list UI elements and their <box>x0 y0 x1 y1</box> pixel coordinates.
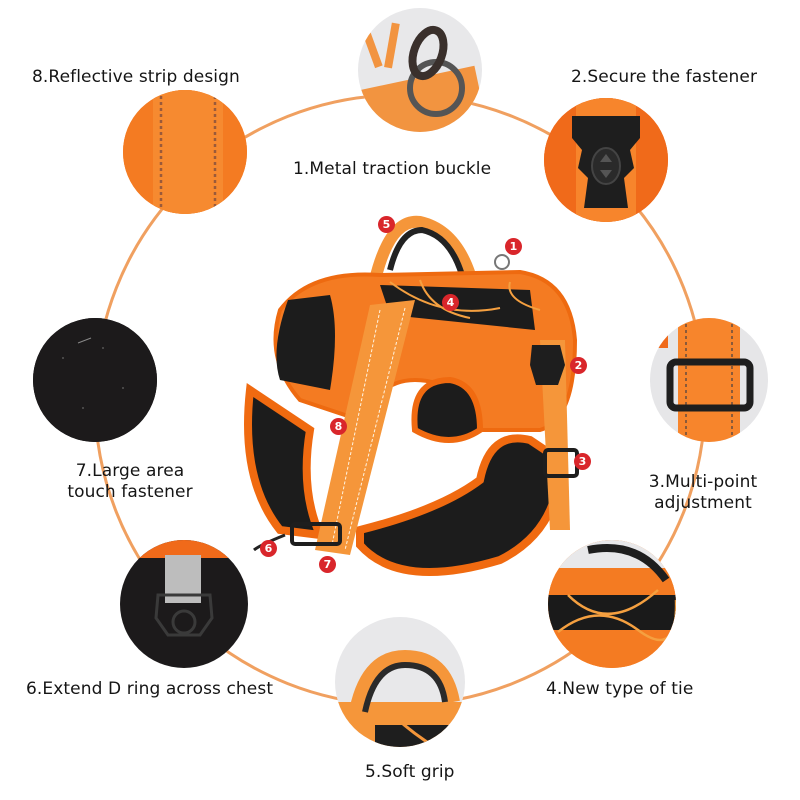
detail-metal-traction-buckle <box>358 8 482 132</box>
reflective-strip-icon <box>123 90 247 214</box>
marker-7: 7 <box>319 556 336 573</box>
marker-2: 2 <box>570 357 587 374</box>
marker-8: 8 <box>330 418 347 435</box>
feature-label-6: 6.Extend D ring across chest <box>26 679 274 699</box>
feature-label-7-line2: touch fastener <box>67 482 193 502</box>
feature-label-3-line2: adjustment <box>654 493 752 513</box>
feature-label-3-line1: 3.Multi-point <box>648 472 758 492</box>
detail-new-type-of-tie <box>548 540 676 668</box>
feature-label-4: 4.New type of tie <box>546 679 694 699</box>
detail-multi-point-adjustment <box>650 318 768 442</box>
feature-label-7: 7.Large area touch fastener <box>55 461 205 503</box>
feature-label-5: 5.Soft grip <box>365 762 455 782</box>
d-ring-loop-icon <box>120 540 248 637</box>
marker-6: 6 <box>260 540 277 557</box>
detail-soft-grip <box>335 617 465 747</box>
feature-label-7-line1: 7.Large area <box>75 461 185 481</box>
feature-label-3: 3.Multi-point adjustment <box>628 472 778 514</box>
buckle-icon <box>544 98 668 222</box>
detail-extend-d-ring <box>120 540 248 668</box>
marker-5: 5 <box>378 216 395 233</box>
detail-reflective-strip <box>123 90 247 214</box>
harness-product-image: 5 1 4 2 8 3 6 7 <box>240 200 610 590</box>
feature-label-1: 1.Metal traction buckle <box>293 159 492 179</box>
marker-4: 4 <box>442 294 459 311</box>
harness-illustration <box>244 215 579 576</box>
feature-label-2: 2.Secure the fastener <box>571 67 758 87</box>
handle-icon <box>335 649 465 747</box>
hook-loop-patch-icon <box>33 318 157 442</box>
feature-label-8: 8.Reflective strip design <box>32 67 240 87</box>
detail-secure-fastener <box>544 98 668 222</box>
slide-adjuster-icon <box>650 318 754 442</box>
marker-3: 3 <box>574 453 591 470</box>
marker-1: 1 <box>505 238 522 255</box>
metal-ring-icon <box>358 22 482 132</box>
detail-touch-fastener <box>33 318 157 442</box>
